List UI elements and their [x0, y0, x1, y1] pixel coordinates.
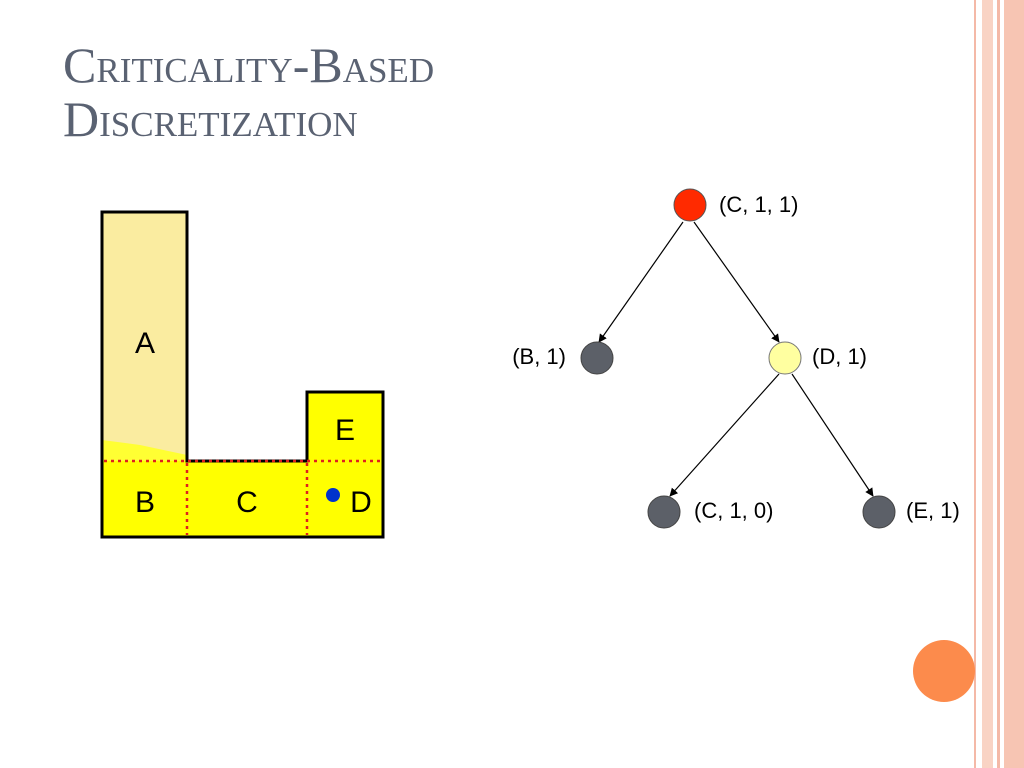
- tree-node-b1: [580, 341, 614, 375]
- region-map: A E B C D: [100, 210, 385, 539]
- region-label-b: B: [135, 486, 155, 519]
- tree-node-d1: [768, 341, 802, 375]
- position-dot: [326, 488, 340, 502]
- slide-border-stripes: [974, 0, 1024, 768]
- region-a-transition: [102, 440, 187, 461]
- region-map-outline: [100, 210, 385, 539]
- tree-edge-d1-c10: [669, 373, 780, 497]
- region-a-fill: [102, 212, 187, 461]
- slide-title: Criticality-Based Discretization: [63, 38, 434, 146]
- tree-edge-d1-e1: [791, 373, 874, 497]
- tree-node-e1: [862, 495, 896, 529]
- decorative-orange-circle: [913, 640, 975, 702]
- tree-label-e1: (E, 1): [906, 498, 960, 523]
- search-tree: (C, 1, 1) (B, 1) (D, 1) (C, 1, 0) (E, 1): [512, 188, 960, 529]
- region-label-e: E: [335, 414, 355, 447]
- slide-title-line-2: Discretization: [63, 91, 358, 147]
- region-e-fill: [307, 392, 383, 461]
- tree-node-c10: [647, 495, 681, 529]
- region-label-c: C: [236, 486, 258, 519]
- tree-edge-root-b1: [598, 221, 684, 343]
- tree-label-b1: (B, 1): [512, 344, 566, 369]
- tree-label-c10: (C, 1, 0): [694, 498, 773, 523]
- region-label-a: A: [135, 327, 155, 360]
- tree-label-root: (C, 1, 1): [719, 192, 798, 217]
- tree-label-d1: (D, 1): [812, 344, 867, 369]
- region-label-d: D: [350, 486, 372, 519]
- tree-node-root: [673, 188, 707, 222]
- tree-edge-root-d1: [693, 221, 780, 343]
- slide-title-line-1: Criticality-Based: [63, 37, 435, 93]
- discretization-diagram: A E B C D (C, 1, 1) (B, 1) (D, 1) (C, 1,…: [100, 188, 960, 539]
